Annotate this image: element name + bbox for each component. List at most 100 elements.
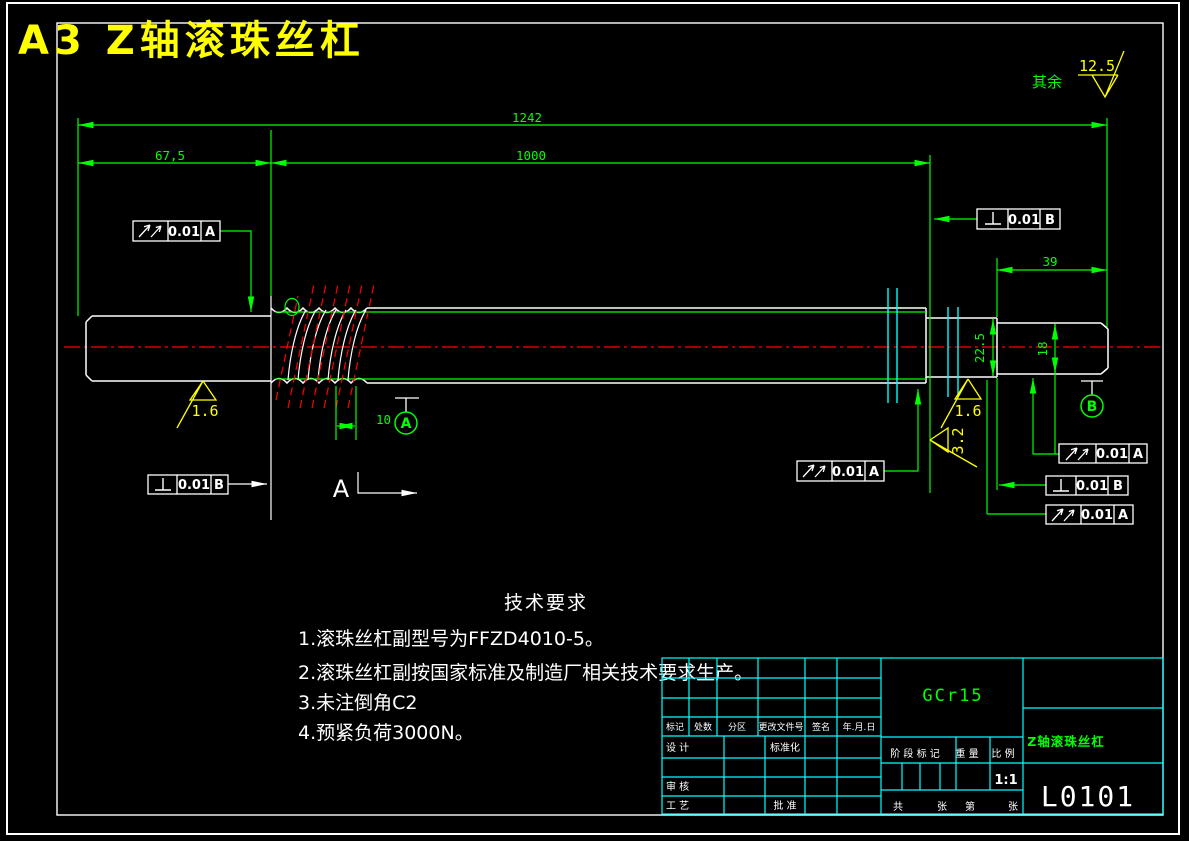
title-block-grid [661, 657, 1164, 815]
break-lines [887, 288, 959, 403]
shaft-outline [85, 296, 1109, 520]
left-journal [85, 315, 271, 382]
datum-ref: B [214, 478, 224, 493]
mid-section [926, 317, 998, 378]
role-standardization: 标准化 [770, 741, 800, 754]
roughness-left-journal: 1.6 [176, 380, 219, 429]
thread-groove-lines [287, 309, 367, 381]
outer-border [6, 2, 1180, 835]
title-block: 标记 处数 分区 更改文件号 签名 年.月.日 设 计 标准化 审 核 工 艺 … [661, 657, 1164, 815]
datum-b: B [1080, 380, 1104, 418]
roughness-value: 3.2 [949, 427, 967, 454]
material-field: GCr15 [922, 686, 983, 706]
sheet-borders [6, 2, 1180, 835]
dim-lead-text: 10 [376, 412, 391, 427]
stage-label: 阶 段 标 记 [890, 747, 940, 760]
frame-perp-bottom-left: 0.01 B [147, 474, 229, 495]
roughness-mid-section: 1.6 [940, 378, 983, 429]
dim-left-journal-text: 67,5 [155, 148, 185, 163]
thread-start-circle [284, 297, 300, 317]
white-leaders [228, 472, 417, 497]
scale-label: 比 例 [991, 747, 1014, 760]
general-roughness-label: 其余 [1032, 73, 1062, 91]
middle-labels: 阶 段 标 记 重 量 比 例 1:1 共 张 第 张 [890, 747, 1018, 813]
datum-circle [1080, 394, 1104, 418]
inner-border [56, 22, 1164, 816]
roughness-shoulder: 3.2 [929, 426, 978, 468]
frame-runout-mid-dia: 0.01 A [1045, 504, 1134, 525]
leader-runout-end [1029, 378, 1059, 455]
sheet-unit-label: 张 [937, 801, 947, 813]
sheet-unit2-label: 张 [1008, 801, 1018, 813]
datum-a-label: A [401, 416, 412, 432]
datum-circle [394, 411, 418, 435]
datum-b-label: B [1087, 399, 1098, 415]
thread-zone [275, 283, 926, 409]
leader-runout-left [220, 230, 255, 312]
tech-item: 2.滚珠丝杠副按国家标准及制造厂相关技术要求生产。 [298, 662, 753, 684]
dim-overall-text: 1242 [512, 110, 542, 125]
thread-top-edge [270, 306, 368, 314]
tolerance-value: 0.01 [168, 225, 200, 240]
roughness-value: 1.6 [191, 402, 218, 420]
sheet-no-label: 第 [965, 800, 975, 813]
roughness-general: 12.5 其余 [1032, 50, 1125, 99]
tech-item: 4.预紧负荷3000N。 [298, 722, 474, 744]
leader-runout-mid [884, 389, 922, 472]
col-header: 分区 [728, 722, 746, 733]
main-body [367, 307, 927, 384]
general-roughness-value: 12.5 [1079, 57, 1115, 75]
tolerance-value: 0.01 [1096, 447, 1128, 462]
datum-ref: B [1113, 479, 1123, 494]
dim-mid-dia-text: 22.5 [972, 333, 987, 363]
weight-label: 重 量 [955, 747, 978, 760]
roughness-value: 1.6 [954, 402, 981, 420]
tech-item: 1.滚珠丝杠副型号为FFZD4010-5。 [298, 628, 604, 650]
scale-value: 1:1 [994, 773, 1017, 788]
section-arrow [357, 472, 417, 497]
datum-a: A [394, 397, 419, 435]
part-name-field: Z轴滚珠丝杠 [1027, 734, 1105, 749]
drawing-number-field: L0101 [1041, 780, 1135, 813]
page-title: A3 Z轴滚珠丝杠 [18, 18, 365, 64]
dimension-texts: 1242 67,5 1000 39 10 22.5 18 [155, 110, 1058, 427]
col-header: 更改文件号 [758, 721, 803, 733]
dim-right-end-text: 39 [1042, 254, 1057, 269]
tech-item: 3.未注倒角C2 [298, 692, 417, 714]
gdt-frames: 0.01 A 0.01 B 0.01 B 0.01 A [132, 208, 1148, 525]
sheet-total-label: 共 [893, 801, 903, 813]
datum-ref: A [1118, 508, 1128, 523]
roughness-symbols: 1.6 1.6 3.2 12.5 其余 [176, 50, 1125, 468]
frame-runout-mid: 0.01 A [796, 460, 885, 482]
section-label: A [333, 475, 350, 503]
revision-headers: 标记 处数 分区 更改文件号 签名 年.月.日 [666, 721, 875, 733]
col-header: 年.月.日 [843, 721, 876, 733]
datum-ref: A [1133, 447, 1143, 462]
datum-targets: A B [394, 380, 1104, 435]
dim-thread-length-text: 1000 [516, 148, 546, 163]
role-approve: 批 准 [773, 799, 796, 812]
role-check: 审 核 [666, 780, 689, 793]
tech-heading: 技术要求 [504, 592, 588, 614]
end-journal [997, 322, 1109, 375]
frame-runout-end: 0.01 A [1058, 443, 1148, 464]
frame-perp-right: 0.01 B [1045, 475, 1129, 496]
datum-ref: A [869, 465, 879, 480]
frame-runout-left: 0.01 A [132, 220, 221, 242]
thread-bottom-edge [270, 377, 368, 385]
datum-ref: B [1045, 213, 1055, 228]
tolerance-value: 0.01 [832, 465, 864, 480]
tolerance-value: 0.01 [1081, 508, 1113, 523]
tolerance-value: 0.01 [1076, 479, 1108, 494]
thread-helix-lines [275, 283, 375, 409]
role-labels: 设 计 标准化 审 核 工 艺 批 准 [666, 741, 800, 812]
tolerance-value: 0.01 [1008, 213, 1040, 228]
frame-perp-top-right: 0.01 B [976, 208, 1061, 230]
col-header: 签名 [812, 721, 830, 733]
tolerance-value: 0.01 [178, 478, 210, 493]
datum-ref: A [205, 225, 215, 240]
col-header: 标记 [666, 721, 684, 733]
role-process: 工 艺 [666, 800, 689, 812]
role-design: 设 计 [666, 741, 689, 754]
